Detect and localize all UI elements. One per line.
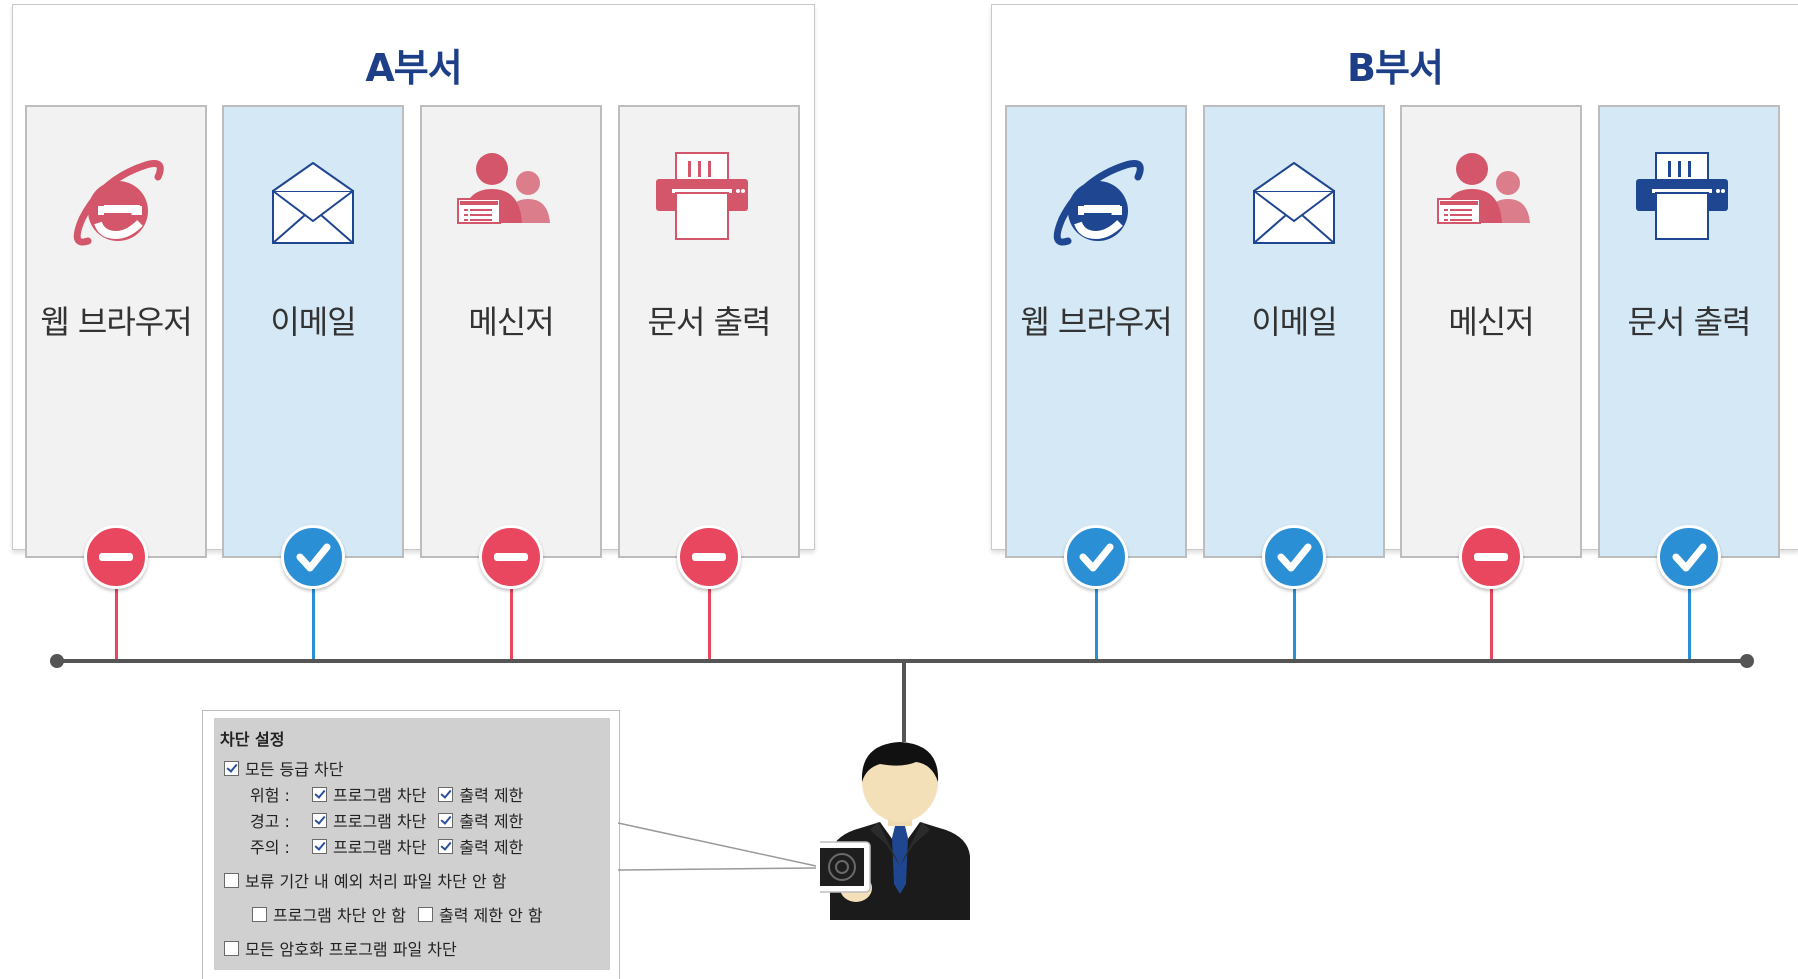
no-program-block-checkbox[interactable] — [252, 906, 267, 922]
allowed-check-icon — [1262, 525, 1326, 589]
encrypted-block-label: 모든 암호화 프로그램 파일 차단 — [245, 940, 457, 959]
channel-label: 메신저 — [1448, 303, 1534, 341]
block-settings-panel: 차단 설정 모든 등급 차단 위험 : 프로그램 차단 출력 제한 경고 : 프… — [214, 718, 610, 970]
blocked-icon — [479, 525, 543, 589]
status-connector-line — [1095, 589, 1098, 659]
level-label: 경고 : — [250, 812, 290, 831]
department-title: B부서 — [1347, 46, 1444, 90]
channel-column: 이메일 — [222, 105, 404, 558]
exception-option[interactable]: 보류 기간 내 예외 처리 파일 차단 안 함 — [224, 868, 507, 892]
program-block-checkbox[interactable] — [312, 838, 327, 854]
printer-icon — [1636, 152, 1728, 240]
internet-explorer-icon — [73, 160, 164, 246]
allowed-check-icon — [281, 525, 345, 589]
encrypted-block-checkbox[interactable] — [224, 940, 239, 956]
print-limit-checkbox[interactable] — [438, 838, 454, 854]
print-limit-checkbox[interactable] — [438, 812, 454, 828]
channel-column: 메신저 — [1400, 105, 1582, 558]
email-envelope-icon — [1253, 162, 1335, 244]
status-connector-line — [1490, 589, 1493, 659]
status-connector-line — [1688, 589, 1691, 659]
bus-endpoint-right — [1740, 654, 1754, 668]
channel-column: 이메일 — [1203, 105, 1385, 558]
exception-checkbox[interactable] — [224, 872, 239, 888]
messenger-users-icon — [457, 153, 550, 224]
administrator-connector — [902, 662, 906, 742]
print-limit-label: 출력 제한 — [459, 838, 524, 857]
printer-icon — [656, 152, 748, 240]
messenger-users-icon — [1437, 153, 1530, 224]
channel-label: 문서 출력 — [647, 303, 772, 341]
level-row-caution: 주의 : 프로그램 차단 출력 제한 — [250, 834, 523, 858]
all-grade-block-label: 모든 등급 차단 — [245, 760, 344, 779]
channel-label: 메신저 — [468, 303, 554, 341]
administrator-person-icon — [820, 742, 970, 920]
network-bus-line — [57, 659, 1747, 663]
level-row-warning: 경고 : 프로그램 차단 출력 제한 — [250, 808, 523, 832]
status-connector-line — [1293, 589, 1296, 659]
channel-column: 문서 출력 — [618, 105, 800, 558]
encrypted-block-option[interactable]: 모든 암호화 프로그램 파일 차단 — [224, 936, 457, 960]
blocked-icon — [1459, 525, 1523, 589]
department-title: A부서 — [365, 46, 462, 90]
program-block-label: 프로그램 차단 — [333, 838, 427, 857]
channel-label: 이메일 — [270, 303, 356, 341]
exception-label: 보류 기간 내 예외 처리 파일 차단 안 함 — [245, 872, 507, 891]
channel-label: 웹 브라우저 — [1020, 303, 1172, 341]
allowed-check-icon — [1064, 525, 1128, 589]
program-block-checkbox[interactable] — [312, 786, 327, 802]
channel-column: 웹 브라우저 — [25, 105, 207, 558]
status-connector-line — [312, 589, 315, 659]
status-connector-line — [708, 589, 711, 659]
level-label: 주의 : — [250, 838, 290, 857]
internet-explorer-icon — [1053, 160, 1144, 246]
print-limit-checkbox[interactable] — [438, 786, 454, 802]
print-limit-label: 출력 제한 — [459, 812, 524, 831]
bus-endpoint-left — [50, 654, 64, 668]
no-print-limit-checkbox[interactable] — [418, 906, 434, 922]
blocked-icon — [677, 525, 741, 589]
channel-column: 메신저 — [420, 105, 602, 558]
channel-column: 문서 출력 — [1598, 105, 1780, 558]
callout-lines — [617, 822, 817, 871]
program-block-label: 프로그램 차단 — [333, 786, 427, 805]
exception-sub-options: 프로그램 차단 안 함 출력 제한 안 함 — [252, 902, 543, 926]
print-limit-label: 출력 제한 — [459, 786, 524, 805]
channel-label: 이메일 — [1251, 303, 1337, 341]
channel-column: 웹 브라우저 — [1005, 105, 1187, 558]
program-block-label: 프로그램 차단 — [333, 812, 427, 831]
settings-title: 차단 설정 — [220, 730, 285, 749]
no-print-limit-label: 출력 제한 안 함 — [439, 906, 543, 925]
all-grade-block-option[interactable]: 모든 등급 차단 — [224, 756, 344, 780]
email-envelope-icon — [272, 162, 354, 244]
blocked-icon — [84, 525, 148, 589]
no-program-block-label: 프로그램 차단 안 함 — [273, 906, 407, 925]
status-connector-line — [115, 589, 118, 659]
channel-label: 웹 브라우저 — [40, 303, 192, 341]
level-row-danger: 위험 : 프로그램 차단 출력 제한 — [250, 782, 523, 806]
program-block-checkbox[interactable] — [312, 812, 327, 828]
allowed-check-icon — [1657, 525, 1721, 589]
all-grade-block-checkbox[interactable] — [224, 760, 239, 776]
channel-label: 문서 출력 — [1627, 303, 1752, 341]
status-connector-line — [510, 589, 513, 659]
level-label: 위험 : — [250, 786, 290, 805]
